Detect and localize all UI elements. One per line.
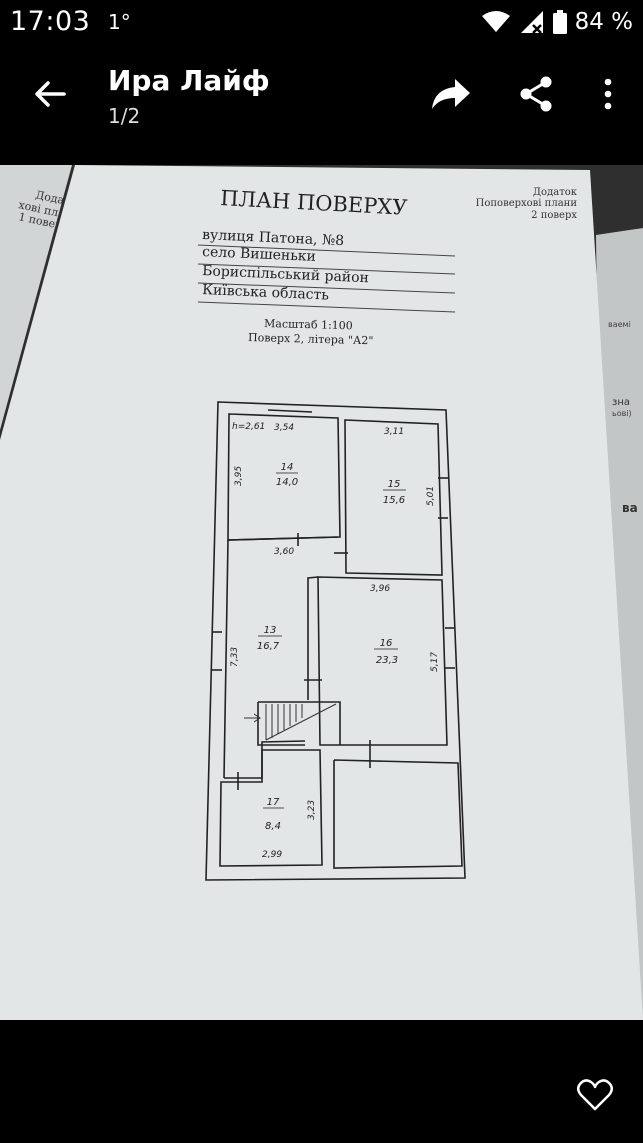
forward-button[interactable] bbox=[428, 72, 472, 116]
room-number: 13 bbox=[264, 625, 277, 636]
battery-icon bbox=[552, 10, 567, 34]
status-time: 17:03 bbox=[10, 6, 91, 37]
status-icons: 84 % bbox=[481, 8, 633, 36]
dimension-labels: h=2,61 3,54 3,11 3,95 5,01 3,60 3,96 7,3… bbox=[230, 422, 440, 860]
back-button[interactable] bbox=[30, 74, 70, 114]
room-number: 16 bbox=[380, 638, 393, 649]
arrow-back-icon bbox=[35, 81, 66, 107]
battery-percentage: 84 % bbox=[574, 9, 633, 35]
appendix-label: Поповерхові плани bbox=[476, 198, 578, 209]
left-sheet-line: Дода bbox=[34, 188, 65, 207]
sender-name: Ира Лайф bbox=[108, 64, 270, 97]
room-area: 15,6 bbox=[383, 495, 405, 506]
dimension-label: 3,11 bbox=[384, 427, 404, 437]
room-area: 8,4 bbox=[265, 821, 281, 832]
dimension-label: 2,99 bbox=[262, 850, 282, 860]
left-sheet: Дода хові пла 1 повер bbox=[0, 165, 72, 430]
room-labels: 14 14,0 15 15,6 13 16,7 16 23,3 17 8,4 bbox=[257, 462, 406, 832]
right-sheet-line: ьові) bbox=[612, 409, 632, 418]
height-note: h=2,61 bbox=[232, 422, 265, 432]
more-options-button[interactable] bbox=[586, 72, 630, 116]
heart-outline-icon bbox=[577, 1079, 613, 1111]
share-button[interactable] bbox=[514, 72, 558, 116]
forward-icon bbox=[432, 79, 470, 109]
address-village: село Вишеньки bbox=[202, 244, 316, 265]
room-area: 14,0 bbox=[276, 477, 298, 488]
stairs bbox=[244, 703, 337, 741]
paper-sheet bbox=[0, 165, 643, 1020]
room-number: 14 bbox=[281, 462, 294, 473]
viewer-bottom-bar bbox=[0, 1020, 643, 1143]
room-number: 15 bbox=[388, 479, 401, 490]
dimension-label: 5,01 bbox=[426, 486, 436, 506]
address-region: Київська область bbox=[202, 282, 330, 304]
room-area: 23,3 bbox=[376, 655, 398, 666]
viewer-app-bar: Ира Лайф 1/2 bbox=[0, 44, 643, 144]
room-number: 17 bbox=[267, 797, 280, 808]
right-sheet-line: ва bbox=[622, 501, 638, 515]
floor-plan-drawing bbox=[205, 401, 466, 881]
status-temperature: 1° bbox=[108, 10, 131, 34]
address-district: Бориспільський район bbox=[202, 263, 369, 286]
address-street: вулиця Патона, №8 bbox=[202, 227, 345, 249]
image-counter: 1/2 bbox=[108, 104, 141, 128]
appendix-label: 2 поверх bbox=[531, 210, 577, 221]
dimension-label: 3,95 bbox=[234, 466, 244, 486]
photo-viewport[interactable]: Дода хові пла 1 повер ваемі зна ьові) ва… bbox=[0, 165, 643, 1020]
like-button[interactable] bbox=[575, 1075, 615, 1115]
room-area: 16,7 bbox=[257, 641, 280, 652]
address-block: вулиця Патона, №8 село Вишеньки Бориспіл… bbox=[197, 227, 456, 313]
share-icon bbox=[520, 76, 552, 112]
floor-plan-photo: Дода хові пла 1 повер ваемі зна ьові) ва… bbox=[0, 165, 643, 1020]
right-sheet-line: зна bbox=[612, 397, 630, 408]
more-vert-icon bbox=[604, 78, 612, 110]
dimension-label: 3,23 bbox=[307, 800, 317, 820]
floor-label: Поверх 2, літера "А2" bbox=[248, 331, 374, 347]
wifi-icon bbox=[481, 11, 510, 32]
dimension-label: 3,60 bbox=[274, 547, 294, 557]
dimension-label: 5,17 bbox=[430, 652, 440, 672]
right-sheet-line: ваемі bbox=[608, 320, 631, 329]
scale-label: Масштаб 1:100 bbox=[264, 317, 353, 332]
status-bar: 17:03 1° 84 % bbox=[0, 0, 643, 44]
signal-icon bbox=[520, 11, 543, 34]
dimension-label: 3,54 bbox=[274, 423, 294, 433]
appendix-label: Додаток bbox=[533, 187, 578, 198]
dimension-label: 3,96 bbox=[370, 584, 390, 594]
dimension-label: 7,33 bbox=[230, 647, 240, 667]
